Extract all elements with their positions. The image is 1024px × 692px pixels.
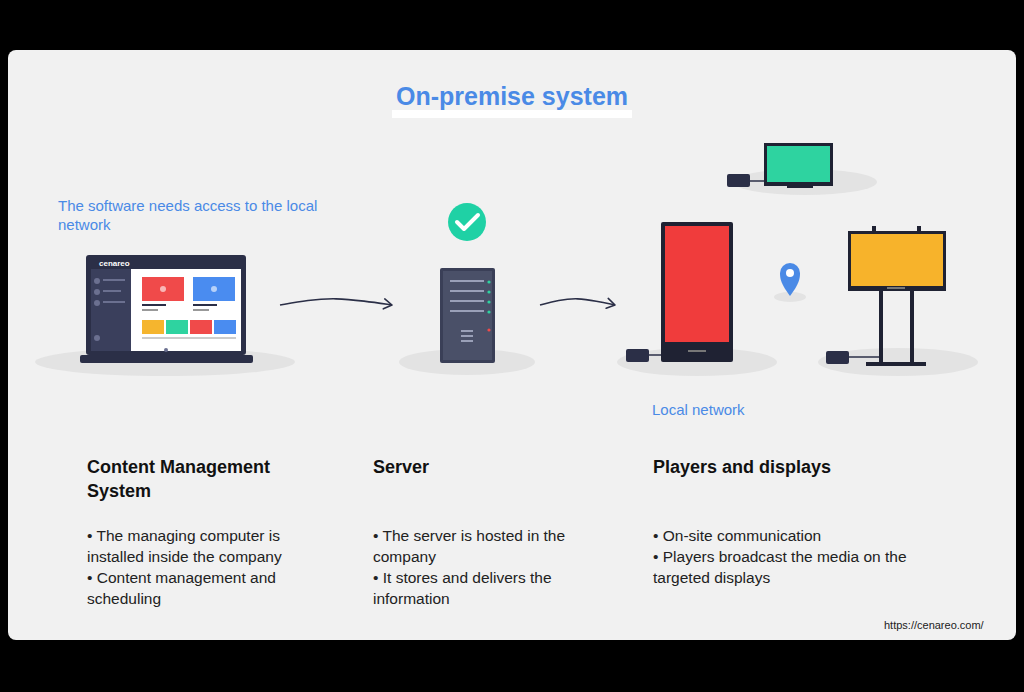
bullet-list: • The managing computer is installed ins… [87,525,315,609]
note-label: Local network [652,400,812,419]
bullet-text: • Content management and scheduling [87,567,315,609]
bullet-text: • Players broadcast the media on the tar… [653,546,938,588]
bullet-list: • The server is hosted in the company• I… [373,525,588,609]
bullet-list: • On-site communication• Players broadca… [653,525,938,588]
title-underline [392,110,632,118]
bullet-text: • The server is hosted in the company [373,525,588,567]
note-label: cenareo [99,259,159,269]
note-label: https://cenareo.com/ [884,618,1012,632]
illustration-group: Content Management System• The managing … [40,250,280,375]
column-heading: Players and displays [653,455,943,479]
illustration-group: Players and displays• On-site communicat… [615,135,980,380]
laptop-illustration [35,255,295,376]
column-heading: Content Management System [87,455,319,503]
bullet-text: • The managing computer is installed ins… [87,525,315,567]
server-illustration [399,203,535,375]
bullet-text: • It stores and delivers the information [373,567,588,609]
column-heading: Server [373,455,588,479]
flow-arrow [280,299,392,305]
displays-illustration [617,143,978,376]
note-label: The software needs access to the local n… [58,196,320,234]
illustration-group: Server• The server is hosted in the comp… [392,200,540,375]
flow-arrow [540,299,615,305]
diagram-title: On-premise system [0,82,1024,111]
panel [8,50,1016,640]
bullet-text: • On-site communication [653,525,938,546]
